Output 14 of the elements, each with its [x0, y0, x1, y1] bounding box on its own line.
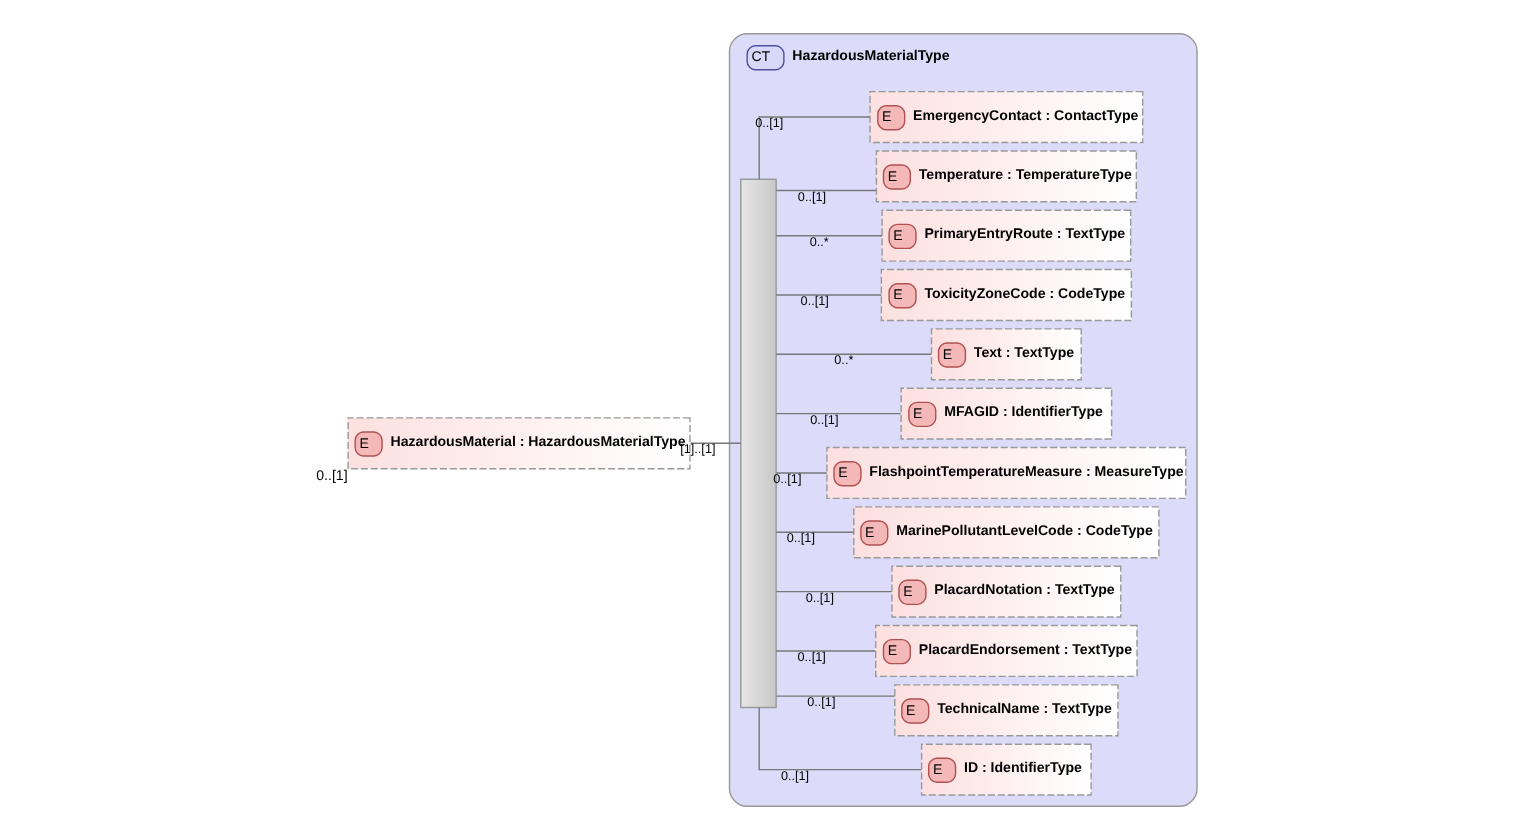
connector: [774, 650, 875, 652]
connector: [774, 695, 895, 697]
node-bar: [739, 178, 776, 709]
connector: [774, 294, 882, 296]
connector: [774, 472, 827, 474]
connector: [774, 590, 892, 593]
connector: [774, 353, 931, 356]
connector: [757, 706, 921, 771]
connector: [774, 189, 876, 192]
connector: [774, 531, 854, 533]
connector: [757, 116, 870, 180]
connector: [774, 412, 901, 415]
connector: [688, 442, 741, 444]
connector: [774, 234, 882, 237]
